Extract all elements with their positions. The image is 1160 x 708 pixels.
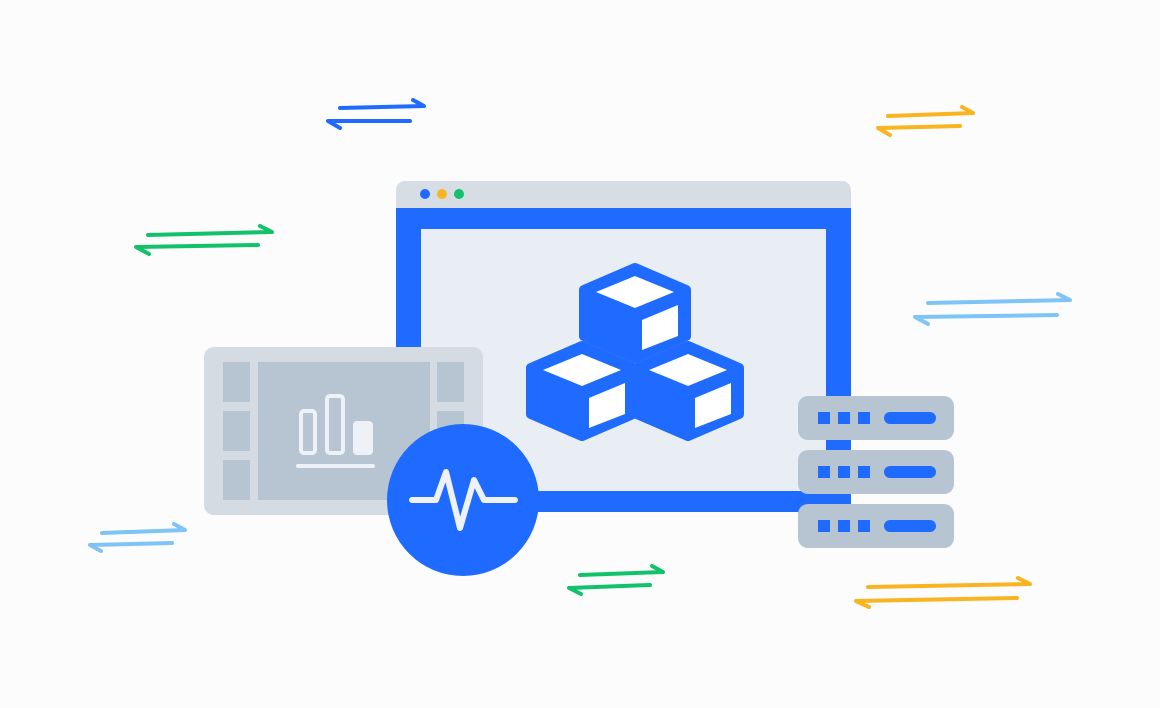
cube-top bbox=[579, 263, 691, 363]
exchange-arrows-icon-green-left bbox=[134, 224, 274, 256]
exchange-arrows-icon-amber-bottom bbox=[854, 576, 1032, 609]
exchange-arrows-icon-amber-top bbox=[876, 105, 975, 137]
cube-left bbox=[526, 341, 638, 441]
pulse-circle bbox=[387, 424, 539, 576]
server-stack-icon bbox=[798, 396, 954, 548]
window-dot-amber bbox=[437, 189, 447, 199]
exchange-arrows-icon-lightblue-right bbox=[913, 292, 1072, 326]
bar-chart-icon bbox=[296, 394, 375, 468]
heartbeat-pulse-icon bbox=[409, 469, 518, 531]
window-dot-green bbox=[454, 189, 464, 199]
exchange-arrows-icon-lightblue-left bbox=[88, 522, 187, 553]
cubes-icon bbox=[526, 263, 744, 441]
exchange-arrows-icon-blue-top bbox=[326, 98, 426, 130]
exchange-arrows-icon-green-bottom bbox=[567, 564, 665, 596]
server-unit bbox=[798, 450, 954, 494]
heartbeat-pulse-badge bbox=[387, 424, 539, 576]
server-unit bbox=[798, 504, 954, 548]
window-dot-blue bbox=[420, 189, 430, 199]
cube-right bbox=[632, 341, 744, 441]
server-unit bbox=[798, 396, 954, 440]
